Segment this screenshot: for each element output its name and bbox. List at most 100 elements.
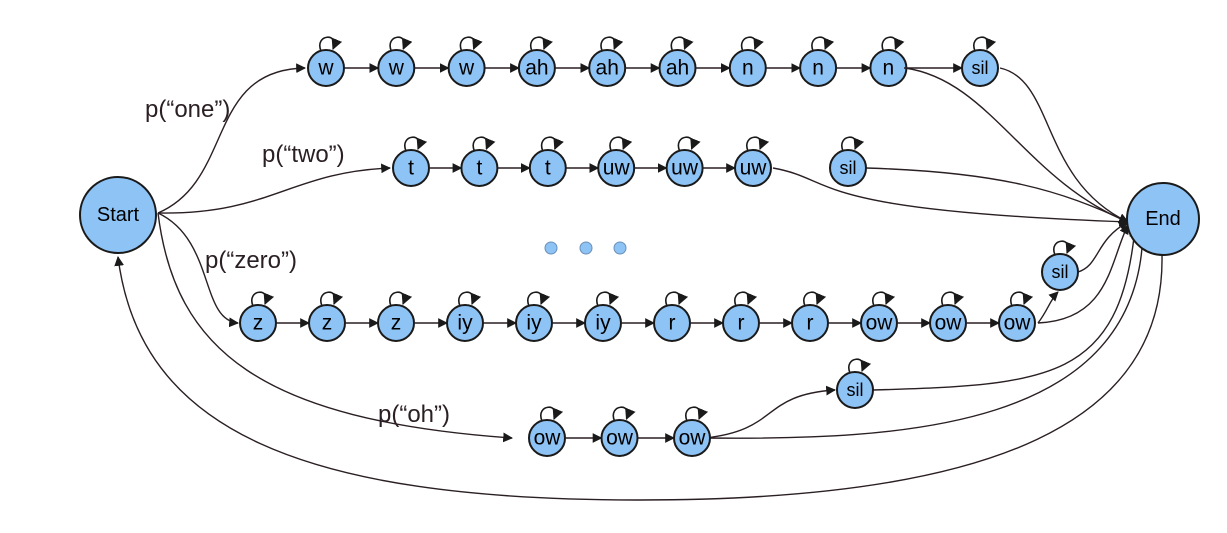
self-loop [389,291,413,307]
phone-node-zero-4: iy [446,291,484,342]
self-loop [1010,291,1034,307]
self-loop [973,36,997,52]
prob-label-one: p(“one”) [145,96,230,123]
self-loop [320,291,344,307]
phone-node-zero-6: iy [584,291,622,342]
edge-uw-end [772,167,1129,227]
phone-node-two-2: t [460,136,499,187]
phone-label: ow [935,312,963,335]
phone-label: r [738,312,745,335]
self-loop [740,36,764,52]
self-loop [612,406,636,422]
phone-label: uw [740,157,768,180]
phone-label: w [388,57,405,80]
phone-node-oh-3: ow [673,406,711,457]
phone-label: n [742,57,754,80]
phone-label: w [317,57,334,80]
edge-ow-oh-end [704,229,1148,439]
phone-label: uw [671,157,699,180]
phone-node-zero-12: ow [998,291,1036,342]
phone-label: ow [606,427,634,450]
phone-label: sil [972,58,989,78]
self-loop [251,291,275,307]
self-loop [872,291,896,307]
phone-node-one-9: n [869,36,908,87]
phone-label: iy [526,312,542,335]
phone-label: ah [666,57,689,80]
self-loop [527,291,551,307]
sil-node-one: sil [961,36,999,87]
self-loop [665,291,689,307]
phone-label: n [812,57,824,80]
phone-label: sil [840,158,857,178]
phone-node-one-7: n [728,36,767,87]
phone-node-two-3: t [528,136,567,187]
edge-sil-one-end [999,67,1129,223]
edge-ow-zero-end [1037,224,1129,324]
phone-node-zero-8: r [722,291,760,342]
phone-label: iy [595,312,611,335]
phone-node-one-2: w [377,36,416,87]
edge-sil-oh-end [872,227,1140,391]
phone-label: t [408,157,414,180]
phone-node-one-3: w [447,36,486,87]
phone-label: t [545,157,551,180]
phone-node-one-5: ah [588,36,627,87]
phone-label: ow [866,312,894,335]
start-label: Start [97,204,140,226]
phone-node-two-5: uw [665,136,704,187]
phone-node-zero-7: r [653,291,691,342]
phone-node-zero-3: z [377,291,415,342]
start-node: Start [79,176,157,254]
phone-label: ow [1004,312,1032,335]
end-label: End [1145,208,1181,230]
self-loop [540,136,564,152]
phone-node-oh-1: ow [528,406,566,457]
phone-node-one-6: ah [658,36,697,87]
phone-label: ah [525,57,548,80]
phone-node-zero-11: ow [929,291,967,342]
self-loop [609,136,633,152]
phone-label: r [807,312,814,335]
self-loop [600,36,624,52]
prob-label-two: p(“two”) [262,141,345,168]
edge-sil-zero-end [1077,221,1129,273]
self-loop [746,136,770,152]
ellipsis-dots [544,241,627,255]
phone-node-zero-9: r [791,291,829,342]
phone-node-one-4: ah [517,36,556,87]
phone-node-zero-10: ow [860,291,898,342]
phone-label: ah [596,57,619,80]
prob-label-zero: p(“zero”) [205,247,297,274]
edge-ow-oh-sil [704,385,836,439]
sil-node-two: sil [829,136,867,187]
edge-start-two [157,163,391,214]
edge-start-zero [157,212,239,328]
phone-node-zero-1: z [239,291,277,342]
phone-node-one-1: w [307,36,345,87]
edge-ow-zero-sil [1037,291,1059,324]
phone-label: n [883,57,895,80]
phone-label: z [391,312,402,335]
self-loop [1053,240,1077,256]
self-loop [540,406,564,422]
edge-n-end [904,67,1129,224]
self-loop [319,36,343,52]
phone-node-zero-2: z [308,291,346,342]
phone-label: r [669,312,676,335]
phone-label: sil [1052,262,1069,282]
prob-label-oh: p(“oh”) [378,401,450,428]
self-loop [881,36,905,52]
phone-label: z [253,312,264,335]
self-loop [459,36,483,52]
self-loop [841,136,865,152]
sil-node-zero: sil [1041,240,1079,291]
self-loop [670,36,694,52]
phone-label: w [458,57,475,80]
self-loop [389,36,413,52]
self-loop [811,36,835,52]
self-loop [803,291,827,307]
self-loop [685,406,709,422]
